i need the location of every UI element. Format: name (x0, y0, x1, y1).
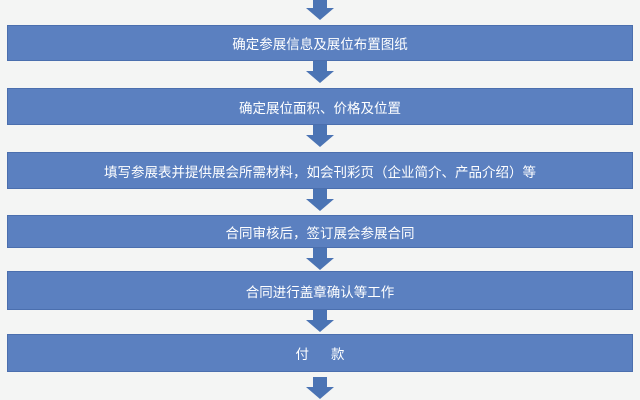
step-label-5: 合同进行盖章确认等工作 (245, 284, 395, 301)
step-box-4: 合同审核后，签订展会参展合同 (7, 215, 633, 248)
step-label-3: 填写参展表并提供展会所需材料，如会刊彩页（企业简介、产品介绍）等 (104, 164, 536, 181)
step-label-4: 合同审核后，签订展会参展合同 (225, 225, 415, 242)
step-box-5: 合同进行盖章确认等工作 (7, 271, 633, 310)
payment-label-first: 付 (295, 347, 310, 363)
down-arrow-icon (306, 310, 334, 332)
payment-label-second: 款 (331, 347, 345, 363)
step-box-payment: 付款 (7, 334, 633, 372)
step-box-2: 确定展位面积、价格及位置 (7, 88, 633, 125)
down-arrow-icon (306, 0, 334, 20)
step-label-2: 确定展位面积、价格及位置 (239, 100, 401, 117)
step-label-1: 确定参展信息及展位布置图纸 (232, 37, 408, 53)
step-box-1: 确定参展信息及展位布置图纸 (7, 25, 633, 61)
down-arrow-icon (306, 125, 334, 147)
down-arrow-icon (306, 61, 334, 83)
step-box-3: 填写参展表并提供展会所需材料，如会刊彩页（企业简介、产品介绍）等 (7, 152, 633, 189)
down-arrow-icon (306, 248, 334, 270)
down-arrow-icon (306, 377, 334, 399)
down-arrow-icon (306, 189, 334, 211)
payment-label: 付款 (296, 343, 345, 363)
